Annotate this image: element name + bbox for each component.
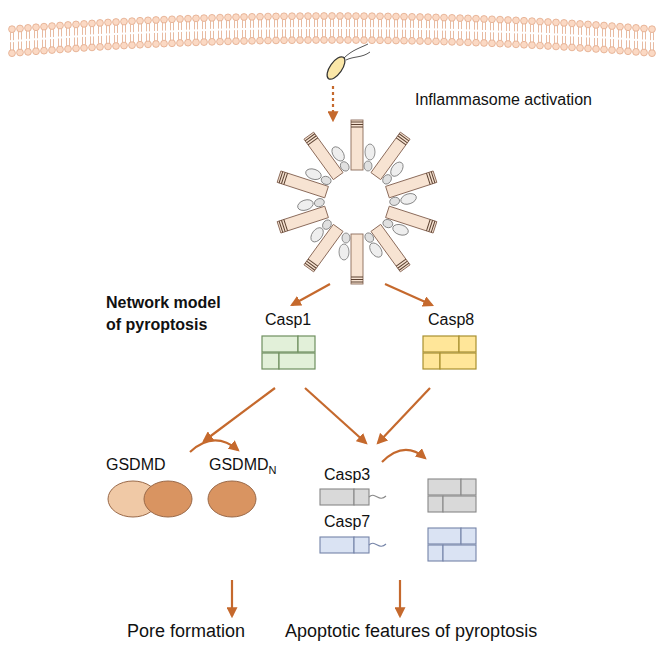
- gsdmd-protein: [108, 481, 192, 517]
- node-label: Inflammasome activation: [415, 91, 592, 108]
- outcome-text: Pore formation: [127, 620, 248, 644]
- node-label: Pore formation: [127, 621, 245, 641]
- model-title: Network model of pyroptosis: [106, 292, 228, 336]
- casp8-dimer: [423, 336, 476, 369]
- pathway-arrow: [385, 284, 432, 305]
- node-label: GSDMD: [209, 456, 269, 473]
- protein: GSDMDN: [201, 455, 279, 520]
- protein: Casp1: [255, 310, 323, 376]
- inflammasome: Inflammasome activation: [280, 90, 610, 284]
- node-label: Casp1: [265, 311, 311, 328]
- active-casp7: [428, 528, 476, 561]
- protein: Casp7: [318, 512, 378, 562]
- active-casp3: [428, 479, 476, 512]
- protein: GSDMD: [106, 455, 198, 520]
- subscript: N: [269, 464, 277, 476]
- signal-arrow: [332, 86, 334, 120]
- bacterium: [324, 44, 370, 82]
- node-label: Casp8: [428, 311, 474, 328]
- pathway-arrow: [292, 284, 330, 305]
- node-label: Casp3: [324, 466, 370, 483]
- pathway-arrow: [399, 580, 401, 616]
- gsdmd-n-protein: [208, 481, 256, 517]
- node-label: Casp7: [324, 513, 370, 530]
- pathway-arrow: [231, 580, 233, 616]
- node-label: GSDMD: [106, 456, 166, 473]
- inflammasome-ring: [273, 120, 440, 284]
- node-label: Apoptotic features of pyroptosis: [285, 621, 537, 641]
- protein: Casp3: [318, 465, 378, 510]
- pathway-arrow: [204, 388, 275, 441]
- protein: Casp8: [418, 310, 486, 376]
- casp1-dimer: [262, 336, 315, 369]
- membrane: [9, 13, 656, 57]
- pathway-arrow: [305, 388, 366, 443]
- pro-casp3: [320, 489, 386, 505]
- pro-casp7: [320, 537, 386, 553]
- pathway-arrow: [378, 388, 430, 443]
- cleavage-arrow: [190, 440, 238, 452]
- cleavage-arrow: [382, 450, 425, 462]
- outcome-text: Apoptotic features of pyroptosis: [285, 620, 540, 644]
